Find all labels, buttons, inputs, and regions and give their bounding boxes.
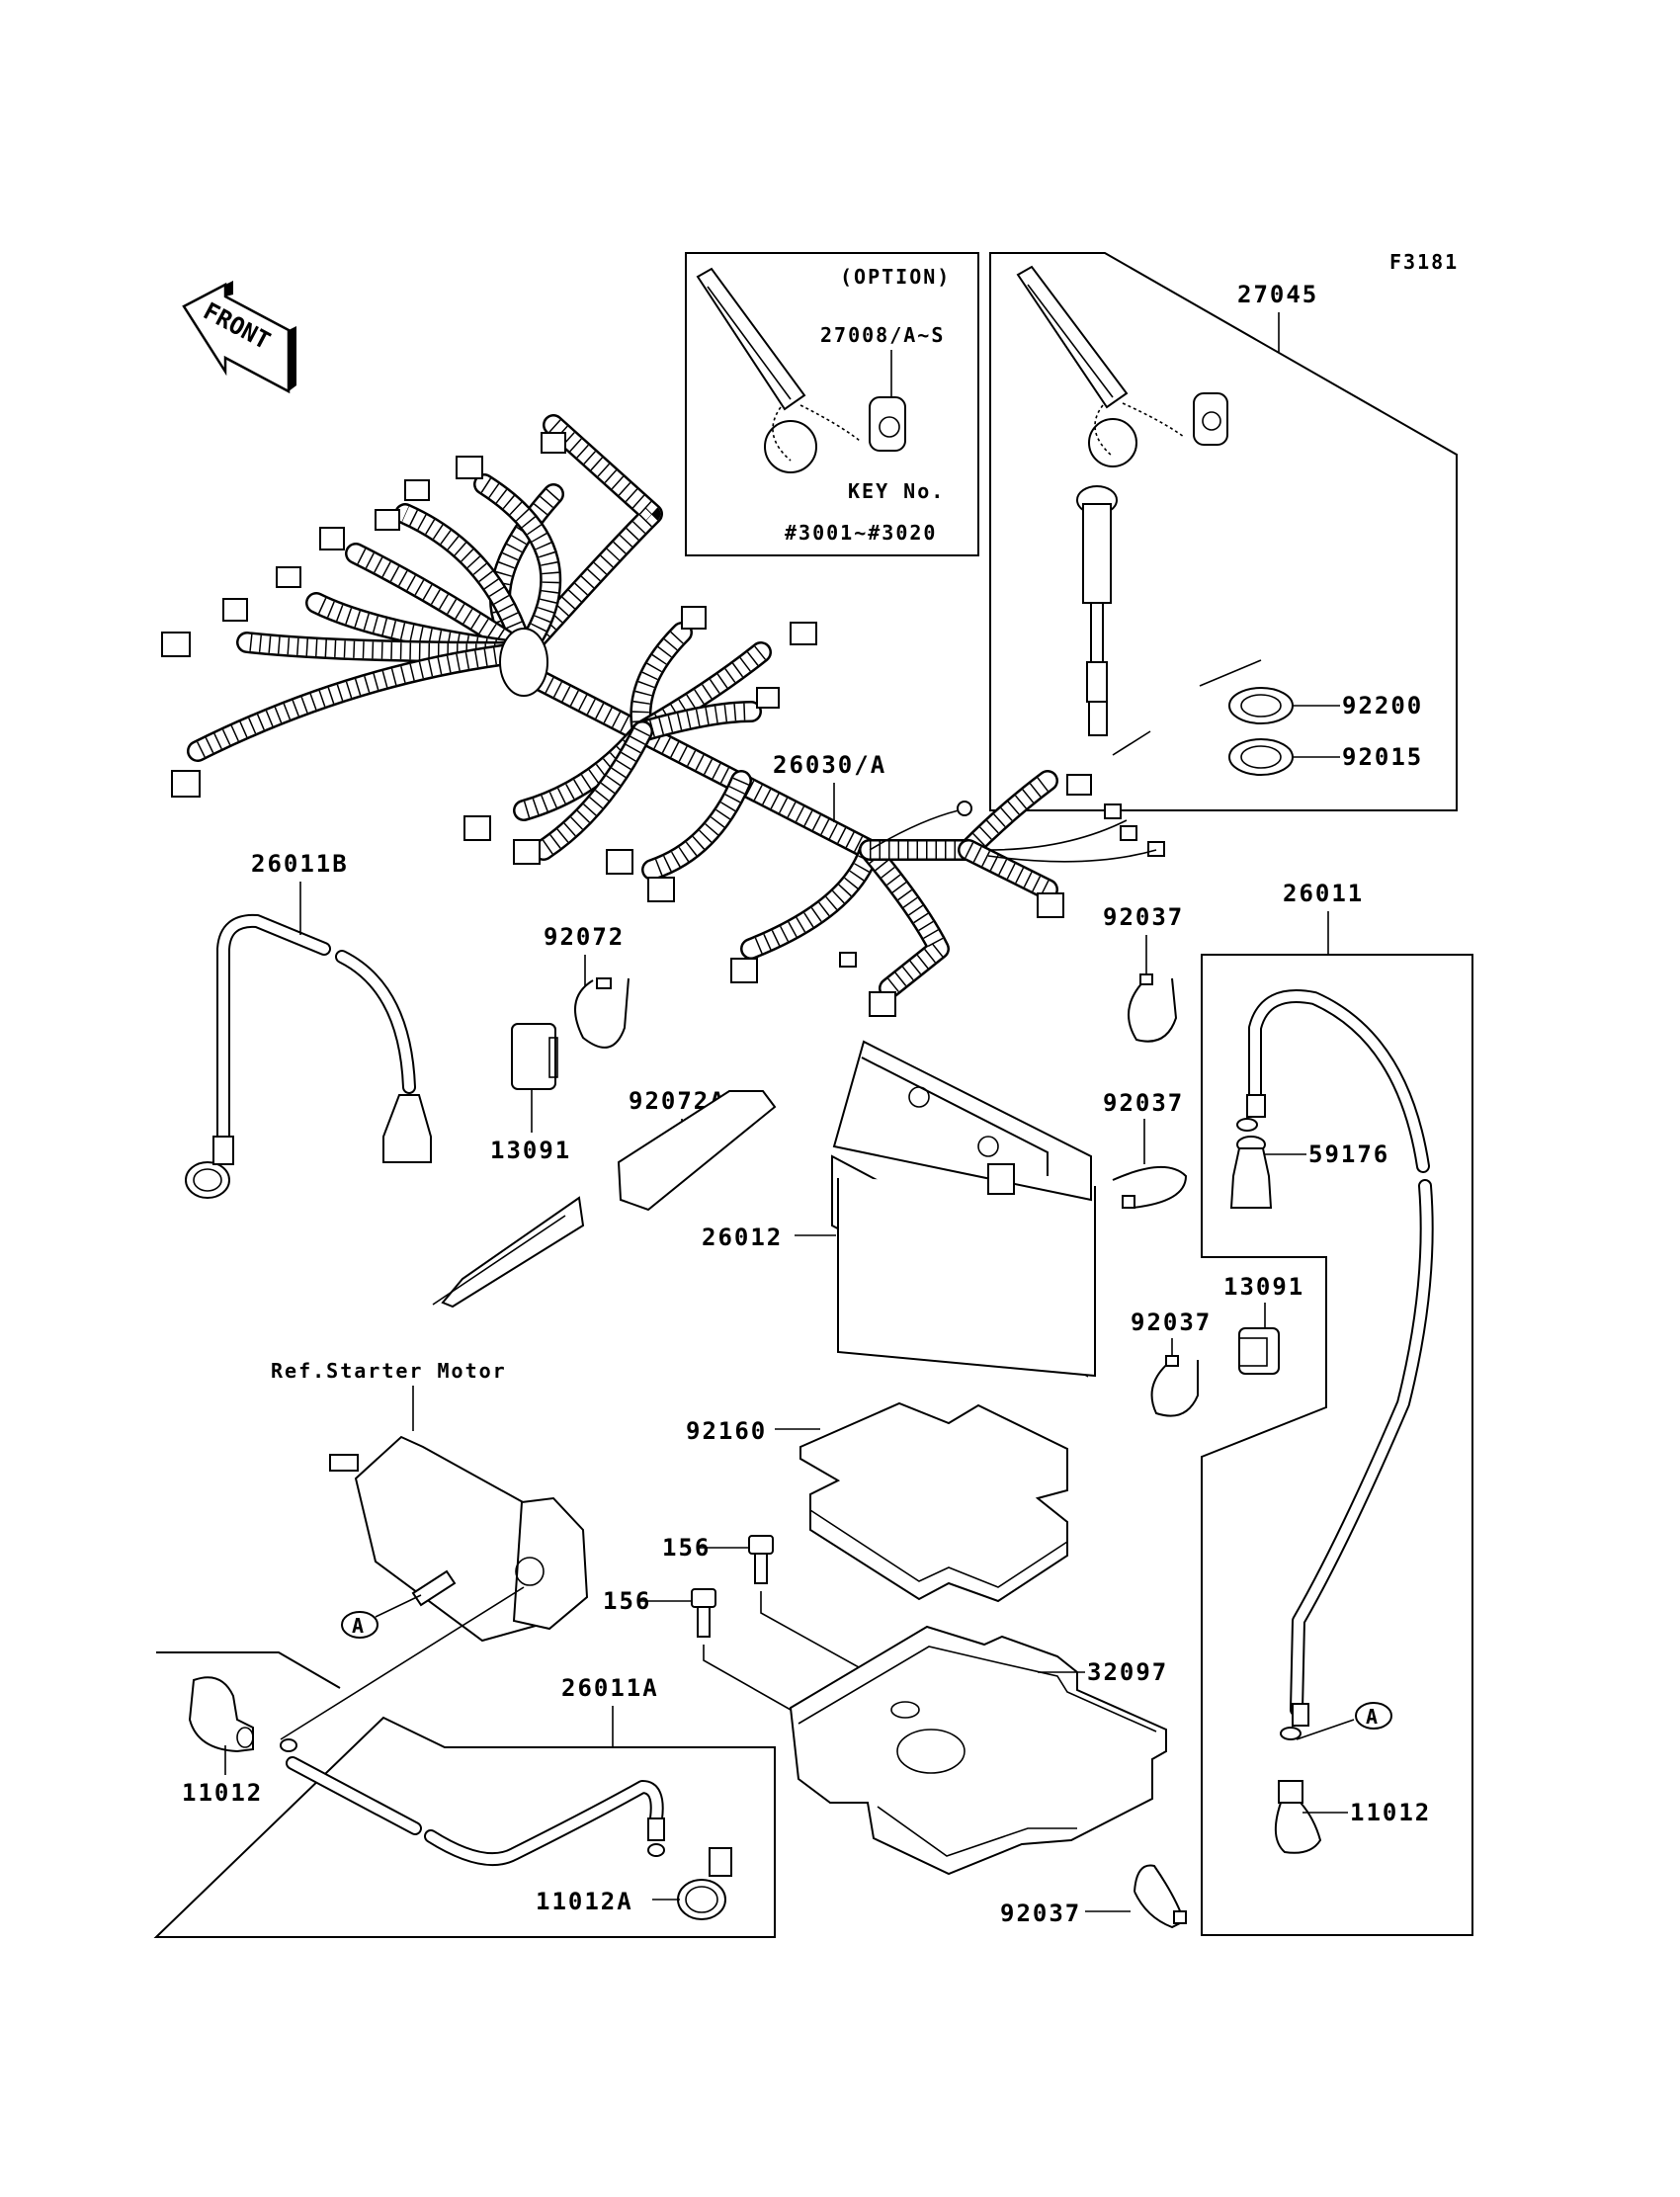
cable-26011A-box: 26011A bbox=[153, 1586, 776, 1938]
part-11012A-label[interactable]: 11012A bbox=[536, 1888, 633, 1915]
harness-branch bbox=[479, 476, 559, 657]
harness-branch bbox=[539, 727, 650, 858]
wiring-harness-drawing: 26030/A bbox=[161, 414, 1165, 1017]
harness-branch bbox=[742, 841, 879, 958]
key-number-range: #3001~#3020 bbox=[785, 521, 937, 545]
cap-13091-right-icon bbox=[1238, 1327, 1280, 1375]
terminal-cover-11012-left-icon bbox=[188, 1676, 254, 1753]
cable-band-92037-a-icon bbox=[1128, 973, 1178, 1043]
part-92200-label[interactable]: 92200 bbox=[1342, 692, 1423, 719]
marker-a-right: A bbox=[1296, 1702, 1392, 1740]
battery-strap-92072A-icon bbox=[432, 1090, 777, 1309]
part-92160-label[interactable]: 92160 bbox=[686, 1417, 767, 1445]
svg-text:A: A bbox=[1366, 1705, 1380, 1729]
part-11012-left-label[interactable]: 11012 bbox=[182, 1779, 263, 1807]
boot-59176-icon bbox=[1229, 1136, 1273, 1209]
terminal-cover-11012-right-icon bbox=[1274, 1780, 1322, 1854]
harness-branch bbox=[861, 841, 948, 997]
battery-26012-icon bbox=[831, 1040, 1096, 1378]
part-26011A-label[interactable]: 26011A bbox=[561, 1674, 659, 1702]
kawasaki-key-icon bbox=[696, 267, 906, 473]
part-92037-c-label[interactable]: 92037 bbox=[1131, 1309, 1212, 1336]
key-number-label: KEY No. bbox=[848, 479, 945, 503]
harness-branch bbox=[515, 663, 879, 859]
part-13091-right-label[interactable]: 13091 bbox=[1223, 1273, 1304, 1301]
part-26012-label[interactable]: 26012 bbox=[702, 1224, 783, 1251]
cap-13091-left-icon bbox=[511, 1023, 558, 1090]
harness-branch bbox=[347, 545, 533, 661]
rubber-pad-92160-icon bbox=[799, 1401, 1068, 1603]
starter-motor-icon bbox=[329, 1435, 589, 1643]
front-arrow-icon: FRONT bbox=[182, 281, 296, 394]
harness-branch bbox=[633, 703, 760, 740]
part-92037-d-label[interactable]: 92037 bbox=[1000, 1900, 1081, 1927]
harness-branch bbox=[960, 841, 1056, 898]
part-26011-label[interactable]: 26011 bbox=[1283, 880, 1364, 907]
cable-band-92037-c-icon bbox=[1150, 1355, 1199, 1417]
ignition-key-icon bbox=[1016, 265, 1228, 467]
option-key-box: (OPTION) 27008/A~S KEY No. #3001~#3020 bbox=[685, 252, 979, 556]
part-27045-label[interactable]: 27045 bbox=[1237, 281, 1318, 308]
terminal-cover-11012A-icon bbox=[677, 1847, 732, 1920]
cable-band-92037-d-icon bbox=[1134, 1864, 1187, 1929]
harness-branch bbox=[194, 643, 525, 759]
part-27008-label[interactable]: 27008/A~S bbox=[820, 323, 945, 347]
figure-code: F3181 bbox=[1389, 250, 1459, 274]
cable-band-92072-icon bbox=[574, 977, 630, 1049]
marker-a-left: A bbox=[341, 1594, 422, 1639]
part-11012-right-label[interactable]: 11012 bbox=[1350, 1799, 1431, 1826]
bolt-156-b-icon bbox=[691, 1588, 792, 1711]
harness-branch bbox=[643, 772, 750, 879]
part-26030-label[interactable]: 26030/A bbox=[773, 751, 886, 779]
harness-branch bbox=[396, 505, 533, 661]
cable-26011B-drawing bbox=[185, 913, 432, 1199]
cable-band-92037-b-icon bbox=[1112, 1166, 1188, 1210]
ignition-switch-box: 27045 92200 92 bbox=[989, 252, 1458, 811]
harness-branch bbox=[637, 645, 767, 739]
option-title: (OPTION) bbox=[840, 265, 951, 289]
part-26011B-label[interactable]: 26011B bbox=[251, 850, 349, 878]
part-92072-label[interactable]: 92072 bbox=[544, 923, 625, 951]
cable-26011-box: 26011 bbox=[1201, 880, 1473, 1936]
part-32097-label[interactable]: 32097 bbox=[1087, 1658, 1168, 1686]
nut-icon bbox=[1228, 738, 1340, 776]
part-59176-label[interactable]: 59176 bbox=[1308, 1141, 1389, 1168]
harness-connectors bbox=[161, 432, 1165, 1017]
part-13091-left-label[interactable]: 13091 bbox=[490, 1137, 571, 1164]
part-92015-label[interactable]: 92015 bbox=[1342, 743, 1423, 771]
svg-text:A: A bbox=[352, 1614, 366, 1638]
harness-branch bbox=[517, 418, 661, 658]
washer-icon bbox=[1199, 659, 1340, 724]
battery-case-32097-icon bbox=[789, 1625, 1167, 1876]
starter-motor-reference[interactable]: Ref.Starter Motor bbox=[271, 1359, 507, 1383]
ignition-switch-icon bbox=[1076, 485, 1151, 756]
part-92037-a-label[interactable]: 92037 bbox=[1103, 903, 1184, 931]
part-92037-b-label[interactable]: 92037 bbox=[1103, 1089, 1184, 1117]
